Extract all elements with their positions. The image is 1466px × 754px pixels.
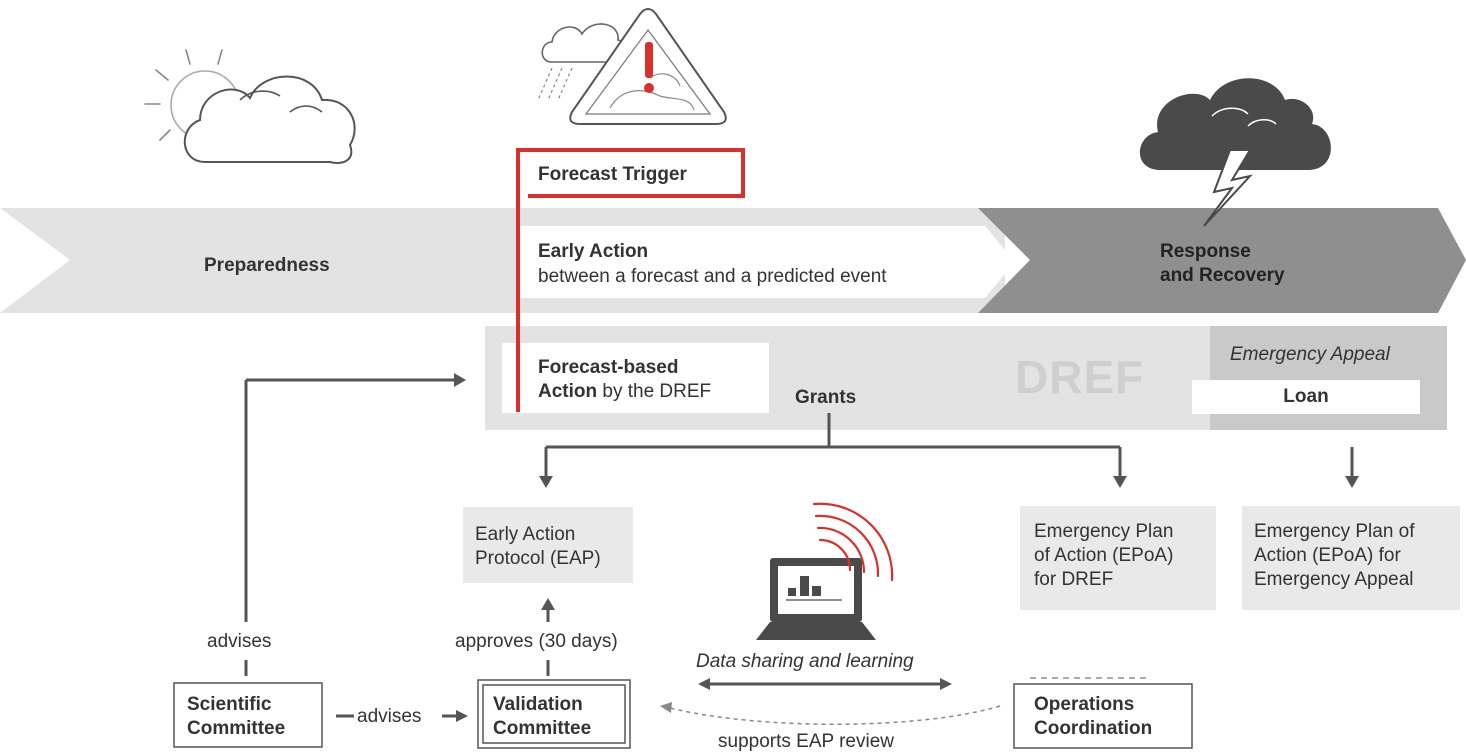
- timeline-band-dark: [978, 208, 1466, 313]
- scientific-committee-label: Scientific Committee: [187, 694, 286, 739]
- scientific-committee-box: [173, 682, 323, 748]
- eap-box: Early Action Protocol (EAP): [463, 507, 633, 583]
- response-label: Response and Recovery: [1160, 241, 1285, 286]
- laptop-chart-icon: [756, 558, 876, 640]
- warning-sign-icon: [569, 8, 727, 125]
- data-sharing-label: Data sharing and learning: [696, 651, 914, 672]
- loan-label: Loan: [1283, 386, 1329, 407]
- advises-vertical-label: advises: [207, 631, 272, 652]
- broadcast-waves-icon: [812, 502, 894, 582]
- emergency-appeal-band: [1210, 326, 1447, 430]
- grants-label: Grants: [795, 387, 857, 408]
- forecast-trigger-label: Forecast Trigger: [538, 164, 687, 185]
- validation-committee-label: Validation Committee: [493, 694, 592, 739]
- sun-cloud-icon: [144, 49, 240, 141]
- scientific-advises-line: [244, 378, 456, 676]
- operations-coordination-box: [1013, 683, 1193, 749]
- sun-cloud-body: [183, 75, 356, 164]
- lightning-bolt: [1203, 149, 1253, 227]
- fba-label: Forecast-based Action by the DREF: [538, 357, 712, 402]
- dref-watermark: DREF: [1015, 351, 1145, 403]
- operations-coordination-label: Operations Coordination: [1034, 694, 1153, 739]
- supports-label: supports EAP review: [718, 731, 895, 752]
- epoa-dref-box: Emergency Plan of Action (EPoA) for DREF: [1020, 506, 1216, 610]
- fba-panel: [502, 343, 769, 413]
- storm-cloud-icon: [1139, 78, 1331, 170]
- grants-arrows: [544, 413, 1354, 478]
- epoa-ea-box: Emergency Plan of Action (EPoA) for Emer…: [1242, 506, 1460, 610]
- advises-horizontal-label: advises: [357, 706, 422, 727]
- supports-dashed-arrow: [669, 705, 1001, 725]
- forecast-trigger-bracket: [516, 148, 745, 412]
- validation-committee-box: [482, 684, 626, 744]
- early-action-panel: [520, 226, 1015, 298]
- approves-label: approves (30 days): [455, 631, 618, 652]
- early-action-subtitle: between a forecast and a predicted event: [538, 266, 887, 287]
- early-action-title: Early Action: [538, 241, 649, 262]
- emergency-appeal-label: Emergency Appeal: [1230, 344, 1390, 365]
- preparedness-label: Preparedness: [204, 255, 330, 276]
- loan-box: [1192, 380, 1420, 414]
